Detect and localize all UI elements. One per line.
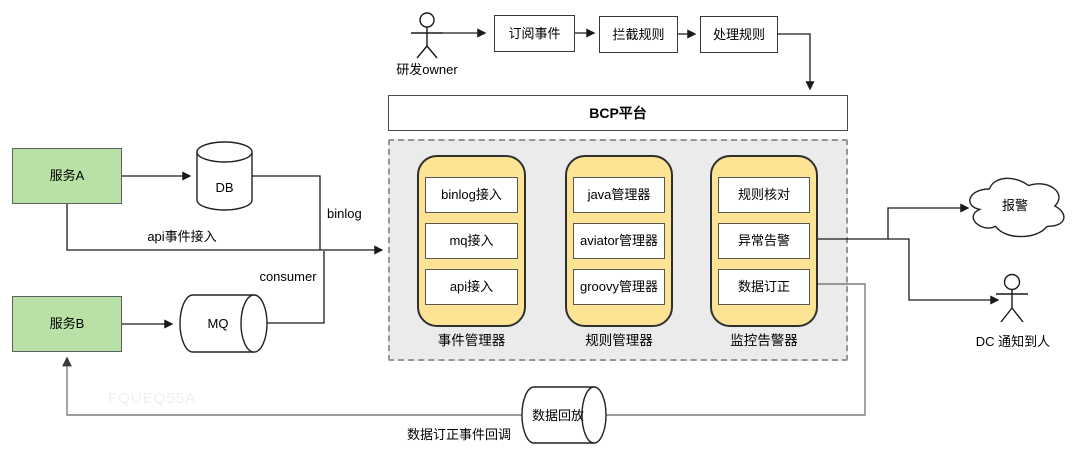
item-data-correction [718, 269, 810, 305]
item-java-manager [573, 177, 665, 213]
item-aviator-manager [573, 223, 665, 259]
step-intercept-rule-box [599, 16, 678, 53]
item-abnormal-alert [718, 223, 810, 259]
service-b-box [12, 296, 122, 352]
service-a-box [12, 148, 122, 204]
item-mq-access [425, 223, 518, 259]
item-api-access [425, 269, 518, 305]
item-groovy-manager [573, 269, 665, 305]
step-process-rule-box [700, 16, 778, 53]
item-binlog-access [425, 177, 518, 213]
item-rule-check [718, 177, 810, 213]
bcp-platform-box [388, 95, 848, 131]
step-subscribe-event-box [494, 15, 575, 52]
